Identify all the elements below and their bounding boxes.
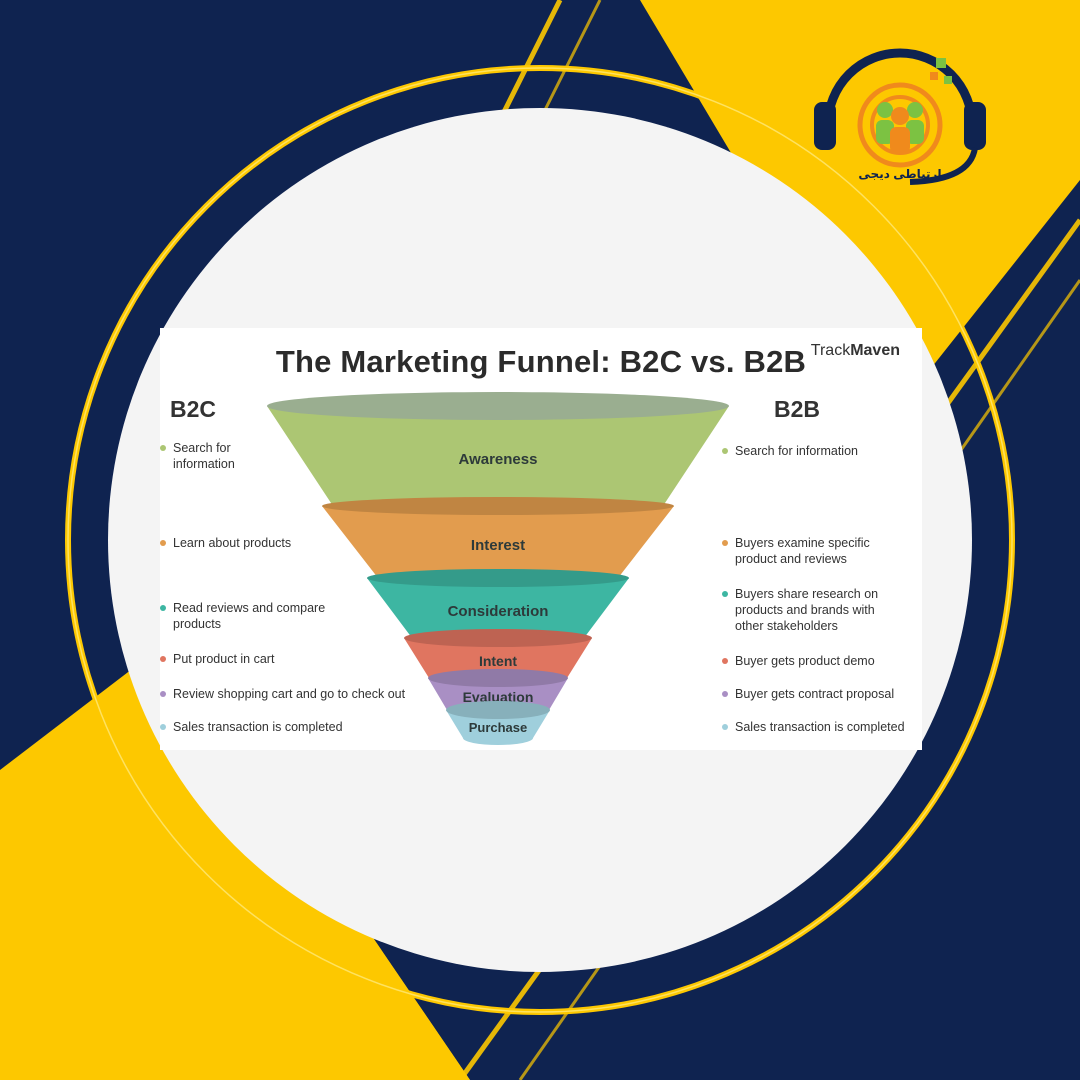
brand-light-text: Track — [810, 342, 851, 359]
funnel-stage-rim — [404, 629, 592, 647]
b2c-heading: B2C — [170, 396, 217, 422]
funnel-stage-label: Awareness — [459, 451, 538, 468]
funnel-stage-interest: Interest — [322, 497, 674, 585]
funnel-stage-label: Intent — [479, 653, 517, 669]
b2b-item: Search for information — [722, 443, 920, 459]
funnel-stage-label: Evaluation — [463, 689, 534, 705]
b2b-item: Buyer gets contract proposal — [722, 686, 925, 702]
b2b-item: Buyers examine specific product and revi… — [722, 535, 895, 567]
b2c-item: Learn about products — [160, 535, 343, 551]
funnel-stage-rim — [267, 392, 729, 420]
funnel-stage-label: Interest — [471, 537, 525, 554]
headset-icon — [823, 48, 977, 126]
funnel-stage-awareness: Awareness — [267, 392, 729, 513]
funnel-stage-body — [367, 578, 629, 645]
funnel-stage-body — [267, 406, 729, 513]
funnel-stage-rim — [428, 669, 568, 687]
b2c-item: Search for information — [160, 440, 263, 472]
funnel-stage-label: Consideration — [448, 603, 549, 620]
logo: ارتباطی دیجی — [814, 48, 986, 185]
funnel-stage-body — [446, 710, 550, 745]
funnel-card: The Marketing Funnel: B2C vs. B2B TrackM… — [160, 328, 922, 750]
page-title: The Marketing Funnel: B2C vs. B2B — [275, 344, 807, 379]
b2b-item: Sales transaction is completed — [722, 719, 930, 735]
b2c-item: Sales transaction is completed — [160, 719, 403, 735]
funnel-stage-body — [322, 506, 674, 585]
funnel-diagram: AwarenessInterestConsiderationIntentEval… — [267, 392, 729, 745]
b2c-item: Put product in cart — [160, 651, 343, 667]
funnel-stage-purchase: Purchase — [446, 701, 550, 745]
b2c-item: Read reviews and compare products — [160, 600, 348, 632]
funnel-stage-rim — [322, 497, 674, 515]
funnel-stage-rim — [367, 569, 629, 587]
b2b-item: Buyers share research on products and br… — [722, 586, 900, 634]
funnel-stage-label: Purchase — [469, 720, 528, 735]
b2b-item: Buyer gets product demo — [722, 653, 920, 669]
funnel-stage-consideration: Consideration — [367, 569, 629, 645]
b2c-item: Review shopping cart and go to check out — [160, 686, 443, 702]
logo-text: ارتباطی دیجی — [858, 167, 941, 181]
brand-logo: TrackMaven — [811, 342, 900, 360]
brand-bold-text: Maven — [850, 342, 900, 359]
funnel-stage-rim — [446, 701, 550, 719]
b2b-heading: B2B — [774, 396, 821, 422]
